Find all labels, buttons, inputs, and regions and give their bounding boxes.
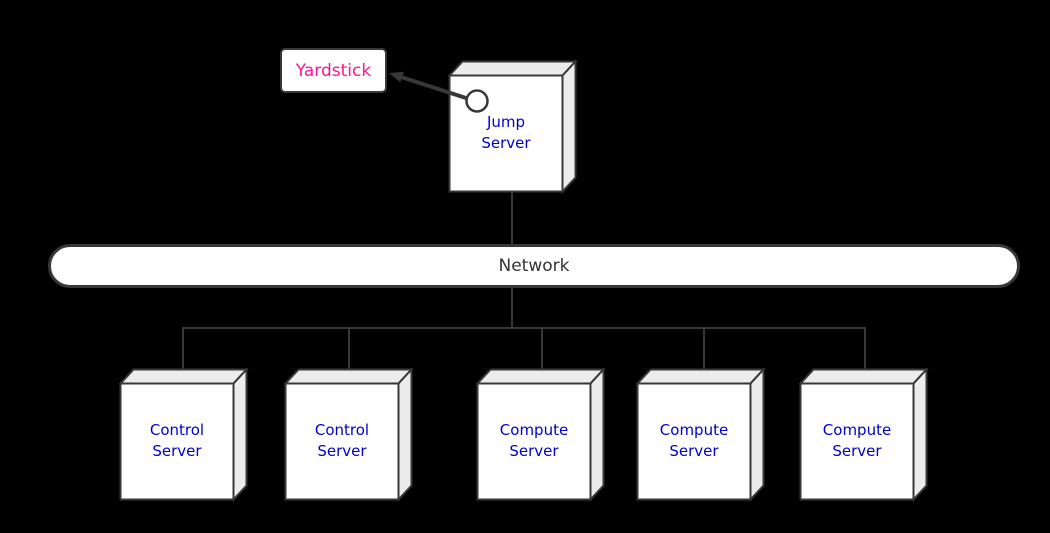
node-yardstick: Yardstick	[280, 48, 387, 93]
yardstick-label: Yardstick	[295, 60, 372, 81]
node-network: Network	[48, 244, 1020, 288]
node-control-server-2: Control Server	[284, 368, 414, 502]
server-box-shape	[636, 368, 766, 502]
node-compute-server-3: Compute Server	[799, 368, 929, 502]
node-label-wrap: Compute Server	[801, 384, 913, 498]
server-box-shape	[284, 368, 414, 502]
node-jump-server: Jump Server	[448, 60, 578, 194]
node-compute-server-1: Compute Server	[476, 368, 606, 502]
node-control-server-1: Control Server	[119, 368, 249, 502]
server-label: Compute Server	[659, 421, 729, 460]
server-box-shape	[476, 368, 606, 502]
node-label-wrap: Control Server	[286, 384, 398, 498]
node-label-wrap: Compute Server	[478, 384, 590, 498]
server-label: Control Server	[149, 421, 205, 460]
node-compute-server-2: Compute Server	[636, 368, 766, 502]
yardstick-arrow-head	[389, 71, 404, 83]
node-label-wrap: Jump Server	[450, 76, 562, 190]
server-label: Compute Server	[822, 421, 892, 460]
server-box-shape	[119, 368, 249, 502]
network-label: Network	[498, 256, 570, 276]
jump-server-port-icon	[465, 89, 489, 113]
node-label-wrap: Compute Server	[638, 384, 750, 498]
server-box-shape	[799, 368, 929, 502]
server-label: Compute Server	[499, 421, 569, 460]
node-label-wrap: Control Server	[121, 384, 233, 498]
jump-server-label: Jump Server	[481, 113, 531, 152]
yardstick-arrow-line	[400, 75, 467, 100]
server-label: Control Server	[314, 421, 370, 460]
